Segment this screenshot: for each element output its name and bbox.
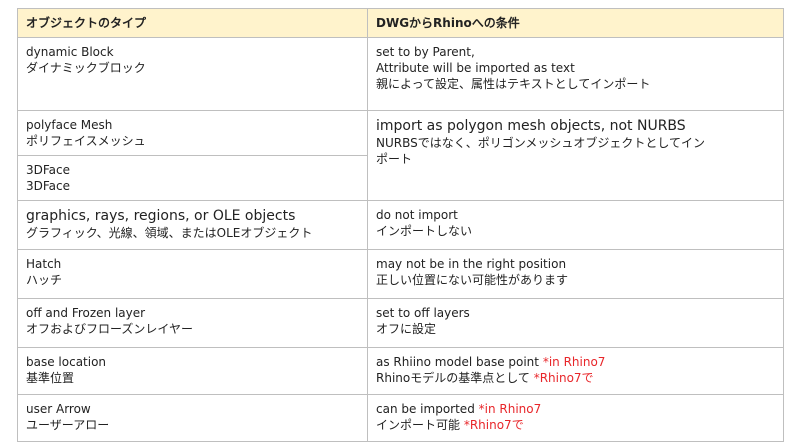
object-cell: polyface Mesh ポリフェイスメッシュ (17, 110, 368, 156)
condition-line: can be imported *in Rhino7 (376, 401, 775, 417)
object-cell: 3DFace 3DFace (17, 155, 368, 201)
condition-line: 正しい位置にない可能性があります (376, 273, 569, 287)
table-row: Hatch ハッチ may not be in the right positi… (17, 249, 784, 299)
object-name-ja: ダイナミックブロック (26, 61, 146, 75)
condition-text: インポート可能 (376, 418, 464, 432)
condition-line: set to off layers (376, 306, 470, 320)
condition-cell: as Rhiino model base point *in Rhino7 Rh… (367, 347, 784, 395)
table-row: graphics, rays, regions, or OLE objects … (17, 200, 784, 250)
object-cell: off and Frozen layer オフおよびフローズンレイヤー (17, 298, 368, 348)
object-name-ja: ハッチ (26, 273, 63, 287)
condition-text: Rhinoモデルの基準点として (376, 371, 534, 385)
condition-line: ポート (376, 152, 413, 166)
condition-cell: do not import インポートしない (367, 200, 784, 250)
table-row: dynamic Block ダイナミックブロック set to by Paren… (17, 37, 784, 111)
table-row: 3DFace 3DFace (17, 155, 784, 201)
object-name-ja: 3DFace (26, 179, 71, 193)
object-name-ja: ポリフェイスメッシュ (26, 134, 146, 148)
object-cell: Hatch ハッチ (17, 249, 368, 299)
object-name-en: polyface Mesh (26, 118, 113, 132)
condition-text: can be imported (376, 402, 479, 416)
table-row: base location 基準位置 as Rhiino model base … (17, 347, 784, 395)
condition-line: オフに設定 (376, 322, 437, 336)
condition-cell: set to by Parent, Attribute will be impo… (367, 37, 784, 111)
condition-line: do not import (376, 208, 458, 222)
condition-line: Attribute will be imported as text (376, 61, 575, 75)
rhino7-note: *in Rhino7 (478, 402, 542, 416)
object-name-en: user Arrow (26, 402, 91, 416)
object-name-en: graphics, rays, regions, or OLE objects (26, 208, 296, 224)
rhino7-note: *Rhino7で (463, 418, 524, 432)
header-object-type: オブジェクトのタイプ (17, 8, 368, 38)
condition-line: NURBSではなく、ポリゴンメッシュオブジェクトとしてイン (376, 136, 706, 150)
condition-line: set to by Parent, (376, 45, 475, 59)
object-cell: dynamic Block ダイナミックブロック (17, 37, 368, 111)
condition-line: as Rhiino model base point *in Rhino7 (376, 354, 775, 370)
object-cell: graphics, rays, regions, or OLE objects … (17, 200, 368, 250)
condition-line: インポートしない (376, 224, 473, 238)
object-name-en: dynamic Block (26, 45, 114, 59)
object-name-en: 3DFace (26, 163, 71, 177)
condition-line: インポート可能 *Rhino7で (376, 417, 775, 433)
header-condition: DWGからRhinoへの条件 (367, 8, 784, 38)
table-row: off and Frozen layer オフおよびフローズンレイヤー set … (17, 298, 784, 348)
object-name-ja: 基準位置 (26, 371, 75, 385)
object-cell: user Arrow ユーザーアロー (17, 394, 368, 442)
rhino7-note: *Rhino7で (533, 371, 594, 385)
table-header-row: オブジェクトのタイプ DWGからRhinoへの条件 (17, 8, 784, 38)
table-row: polyface Mesh ポリフェイスメッシュ import as polyg… (17, 110, 784, 201)
condition-text: as Rhiino model base point (376, 355, 543, 369)
object-name-en: base location (26, 355, 107, 369)
conversion-table: オブジェクトのタイプ DWGからRhinoへの条件 dynamic Block … (17, 8, 784, 442)
object-name-en: off and Frozen layer (26, 306, 146, 320)
condition-cell: import as polygon mesh objects, not NURB… (367, 110, 784, 201)
object-name-ja: オフおよびフローズンレイヤー (26, 322, 194, 336)
condition-line: 親によって設定、属性はテキストとしてインポート (376, 77, 651, 91)
condition-cell: can be imported *in Rhino7 インポート可能 *Rhin… (367, 394, 784, 442)
condition-cell: set to off layers オフに設定 (367, 298, 784, 348)
table-row: user Arrow ユーザーアロー can be imported *in R… (17, 394, 784, 442)
condition-cell: may not be in the right position 正しい位置にな… (367, 249, 784, 299)
condition-line: Rhinoモデルの基準点として *Rhino7で (376, 370, 775, 386)
condition-line: may not be in the right position (376, 257, 567, 271)
object-name-ja: グラフィック、光線、領域、またはOLEオブジェクト (26, 226, 313, 240)
rhino7-note: *in Rhino7 (542, 355, 606, 369)
object-name-ja: ユーザーアロー (26, 418, 110, 432)
object-cell: base location 基準位置 (17, 347, 368, 395)
object-name-en: Hatch (26, 257, 62, 271)
condition-line: import as polygon mesh objects, not NURB… (376, 118, 686, 134)
